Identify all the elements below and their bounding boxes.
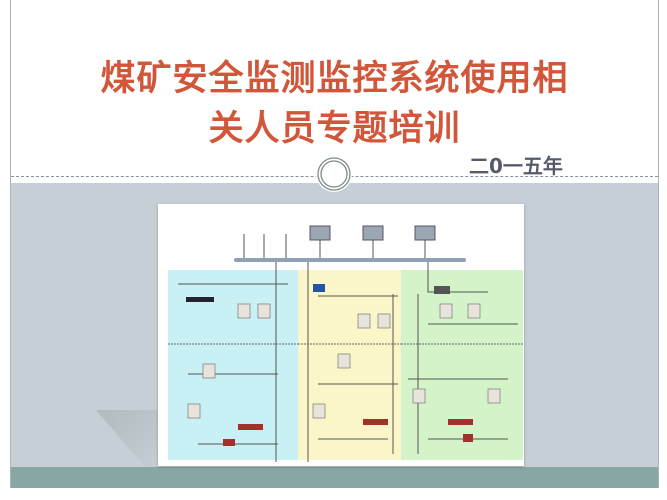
switch: [186, 297, 214, 302]
ring-ornament-icon: [316, 156, 352, 192]
slide: 煤矿安全监测监控系统使用相 关人员专题培训 二0一五年: [10, 0, 659, 488]
slide-title-line1: 煤矿安全监测监控系统使用相: [100, 59, 569, 99]
system-diagram-image: [158, 204, 524, 466]
topology-diagram-icon: [168, 225, 523, 462]
slide-title-line2: 关人员专题培训: [208, 109, 461, 149]
zone-right: [401, 270, 523, 460]
network-bus: [234, 258, 466, 262]
slide-year: 二0一五年: [469, 154, 563, 178]
footer-band: [11, 467, 658, 488]
